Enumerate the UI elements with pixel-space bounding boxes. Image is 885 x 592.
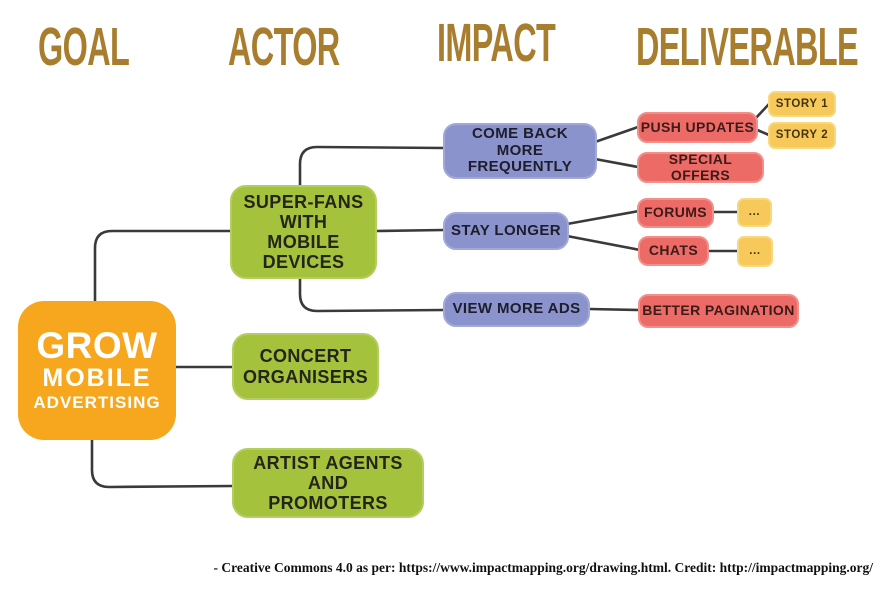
actor-label: ARTIST AGENTS AND PROMOTERS — [253, 452, 403, 514]
deliverable-label: FORUMS — [643, 204, 708, 221]
edge-viewads-pagination — [587, 307, 642, 312]
goal-label-line1: GROW — [36, 324, 158, 366]
node-impact-view-more-ads: VIEW MORE ADS — [443, 292, 590, 327]
story-label: ... — [748, 206, 761, 219]
node-story-ellipsis-chats: ... — [737, 236, 773, 267]
attribution-text: - Creative Commons 4.0 as per: https://w… — [213, 560, 874, 575]
node-story-2: STORY 2 — [768, 122, 836, 149]
node-impact-stay-longer: STAY LONGER — [443, 212, 569, 250]
actor-label: SUPER-FANS WITH MOBILE DEVICES — [243, 191, 364, 273]
node-story-1: STORY 1 — [768, 91, 836, 117]
story-label: ... — [749, 245, 761, 258]
edge-push-story1 — [753, 102, 771, 121]
edge-goal-artist — [90, 437, 235, 489]
edge-stay-forums — [565, 209, 641, 226]
node-deliverable-chats: CHATS — [638, 236, 709, 266]
story-label: STORY 2 — [775, 129, 829, 142]
edge-superfans-stay — [374, 228, 446, 233]
node-deliverable-special-offers: SPECIAL OFFERS — [637, 150, 764, 183]
deliverable-label: CHATS — [648, 242, 699, 259]
edge-superfans-viewads — [298, 276, 446, 313]
column-header-impact: IMPACT — [437, 13, 556, 73]
edge-comeback-special — [593, 157, 640, 169]
deliverable-label: BETTER PAGINATION — [642, 302, 795, 319]
actor-label: CONCERT ORGANISERS — [243, 346, 369, 387]
node-goal-grow-mobile-advertising: GROW MOBILE ADVERTISING — [18, 301, 176, 440]
goal-label-line2: MOBILE — [42, 363, 152, 392]
column-header-actor: ACTOR — [228, 17, 340, 77]
node-story-ellipsis-forums: ... — [737, 198, 772, 227]
edge-goal-superfans — [93, 229, 233, 305]
story-label: STORY 1 — [775, 97, 829, 110]
column-header-goal: GOAL — [38, 17, 130, 77]
deliverable-label: SPECIAL OFFERS — [668, 150, 733, 183]
node-deliverable-better-pagination: BETTER PAGINATION — [638, 294, 799, 328]
node-deliverable-push-updates: PUSH UPDATES — [637, 112, 758, 143]
impact-label: VIEW MORE ADS — [452, 300, 581, 318]
node-deliverable-forums: FORUMS — [637, 198, 714, 228]
goal-label-line3: ADVERTISING — [33, 393, 161, 413]
node-impact-come-back: COME BACK MORE FREQUENTLY — [443, 123, 597, 179]
edge-superfans-comeback — [298, 145, 446, 188]
deliverable-label: PUSH UPDATES — [640, 118, 755, 135]
edge-comeback-push — [593, 125, 640, 144]
impact-label: COME BACK MORE FREQUENTLY — [467, 124, 573, 176]
impact-label: STAY LONGER — [451, 221, 561, 239]
node-actor-super-fans: SUPER-FANS WITH MOBILE DEVICES — [230, 185, 377, 279]
edge-stay-chats — [565, 234, 642, 252]
column-header-deliverable: DELIVERABLE — [636, 17, 859, 77]
node-actor-concert-organisers: CONCERT ORGANISERS — [232, 333, 379, 400]
node-actor-artist-agents: ARTIST AGENTS AND PROMOTERS — [232, 448, 424, 518]
